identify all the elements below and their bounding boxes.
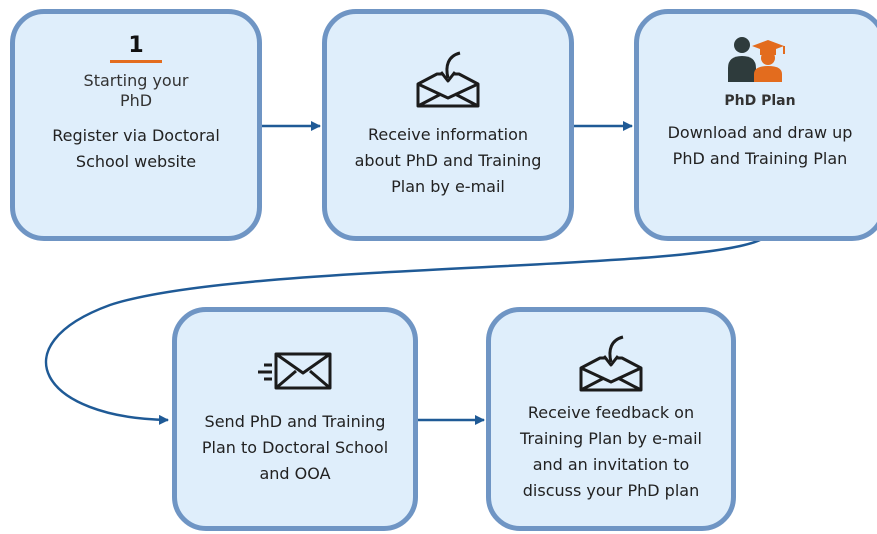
student-graduate-icon (726, 34, 794, 86)
step-box-phd-plan: PhD Plan Download and draw up PhD and Tr… (634, 9, 877, 241)
step-text: Download and draw up PhD and Training Pl… (667, 123, 853, 168)
envelope-receive-icon (415, 50, 481, 108)
step-number: 1 (128, 33, 144, 58)
step-box-start: 1 Starting your PhD Register via Doctora… (10, 9, 262, 241)
envelope-send-icon (256, 351, 334, 391)
step-text: Send PhD and Training Plan to Doctoral S… (201, 412, 389, 483)
step-box-receive-feedback: Receive feedback on Training Plan by e-m… (486, 307, 736, 531)
envelope-receive-icon (578, 334, 644, 392)
step-box-send-plan: Send PhD and Training Plan to Doctoral S… (172, 307, 418, 531)
step-number-underline (110, 60, 162, 63)
step-title: Starting your PhD (83, 71, 189, 110)
step-title: PhD Plan (724, 93, 796, 109)
step-text: Receive feedback on Training Plan by e-m… (520, 403, 702, 500)
step-box-receive-info: Receive information about PhD and Traini… (322, 9, 574, 241)
step-text: Receive information about PhD and Traini… (354, 125, 542, 196)
step-text: Register via Doctoral School website (52, 126, 220, 171)
